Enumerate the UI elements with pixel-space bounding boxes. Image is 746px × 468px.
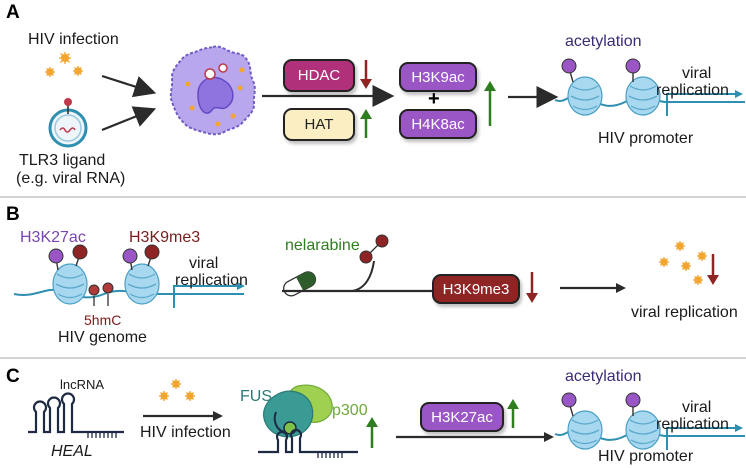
hiv-virus-icon-c — [159, 379, 195, 401]
viral-label-b: viral — [189, 255, 219, 272]
hat-pill: HAT — [283, 108, 355, 141]
heal-lncrna-icon — [28, 392, 124, 438]
acetylation-up-arrow-icon — [484, 81, 496, 126]
hat-up-arrow-icon — [360, 109, 372, 138]
acetylation-label-c: acetylation — [565, 368, 642, 385]
hdac-down-arrow-icon — [360, 60, 372, 89]
h3k9ac-pill: H3K9ac — [399, 62, 477, 92]
nelarabine-pill-icon — [282, 234, 491, 302]
hiv-genome-nucleosomes — [13, 244, 245, 308]
arrow-virus-to-cell — [101, 74, 559, 132]
virus-cluster-icon — [45, 52, 83, 77]
tlr3-ligand-example: (e.g. viral RNA) — [16, 170, 126, 187]
lncrna-label: lncRNA — [60, 377, 105, 392]
h3k27ac-up-arrow-icon — [507, 399, 519, 428]
replication-down-arrow-icon — [707, 254, 719, 285]
hiv-infection-label: HIV infection — [28, 31, 119, 48]
panel-c-letter: C — [6, 366, 20, 387]
replication-label-b: replication — [175, 272, 248, 289]
reduced-virus-icon — [659, 241, 707, 285]
arrow-to-result — [560, 283, 626, 293]
promoter-label-a: HIV promoter — [598, 130, 694, 147]
5hmc-label: 5hmC — [84, 312, 122, 328]
promoter-label-c: HIV promoter — [598, 448, 694, 465]
tlr3-ligand-icon — [48, 98, 88, 148]
nucleosome-promoter-a — [554, 58, 745, 116]
tlr3-ligand-label: TLR3 ligand — [19, 152, 106, 169]
plus-sign: + — [428, 88, 440, 110]
h3k27ac-pill: H3K27ac — [420, 402, 504, 432]
complex-up-arrow-icon — [366, 417, 378, 448]
viral-label-c: viral — [682, 399, 712, 416]
replication-label-c: replication — [656, 416, 729, 433]
hiv-infection-label-c: HIV infection — [140, 424, 231, 441]
hiv-genome-label: HIV genome — [58, 329, 147, 346]
nucleosome-promoter-c — [554, 392, 745, 450]
nelarabine-label: nelarabine — [285, 237, 360, 254]
fus-label: FUS — [240, 388, 272, 405]
fus-p300-complex-icon — [258, 384, 358, 458]
arrow-c1 — [143, 411, 223, 421]
h3k9me3-down-arrow-icon — [526, 272, 538, 303]
h3k9me3-label-top: H3K9me3 — [129, 229, 201, 246]
h4k8ac-pill: H4K8ac — [399, 109, 477, 139]
separator-ab — [0, 196, 746, 198]
h3k9me3-pill: H3K9me3 — [432, 274, 520, 304]
panel-a-letter: A — [6, 2, 20, 23]
hdac-pill: HDAC — [283, 59, 355, 92]
p300-label: p300 — [332, 402, 368, 419]
h3k27ac-label-b: H3K27ac — [20, 229, 86, 246]
arrow-c2 — [396, 432, 554, 442]
immune-cell-icon — [169, 45, 256, 136]
panel-b-letter: B — [6, 204, 20, 225]
viral-replication-result: viral replication — [631, 304, 738, 321]
viral-label-a: viral — [682, 65, 712, 82]
heal-label: HEAL — [51, 443, 93, 460]
replication-label-a: replication — [656, 82, 729, 99]
separator-bc — [0, 357, 746, 359]
acetylation-label-a: acetylation — [565, 33, 642, 50]
